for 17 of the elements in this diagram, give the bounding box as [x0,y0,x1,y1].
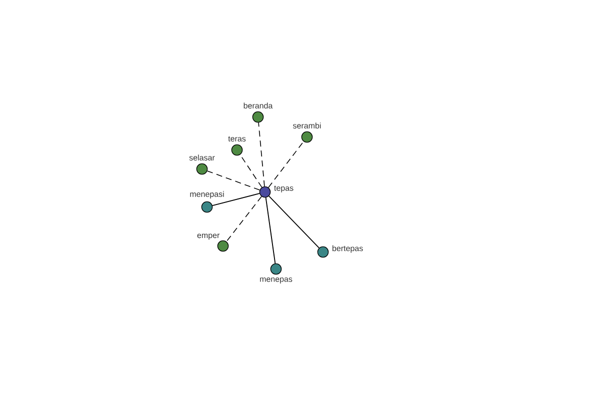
node-label: serambi [293,122,321,128]
connector-line [265,197,276,264]
node-label: menepas [260,278,292,284]
connector-line [258,122,265,187]
connector-line [206,170,260,190]
connector-line [212,192,260,206]
connector-line [268,196,320,248]
connector-line [268,141,304,188]
connector-line [226,196,262,242]
node-label: menepasi [190,191,224,198]
node-label: selasar [189,154,215,160]
node-label: bertepas [332,245,363,253]
node-label: teras [228,136,246,142]
connector-line [240,154,262,188]
node-label: tepas [274,186,294,192]
node-label: beranda [244,102,273,108]
node-label: emper [197,234,220,240]
